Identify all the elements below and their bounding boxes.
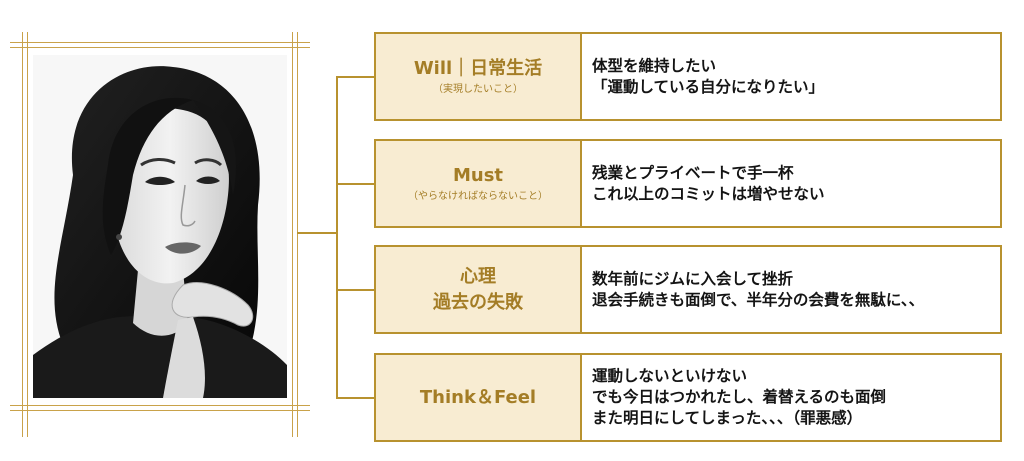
row-will-line-2: 「運動している自分になりたい」	[592, 77, 825, 96]
row-think-feel-title: Think＆Feel	[419, 386, 537, 408]
row-will-label: Will｜日常生活 （実現したいこと）	[376, 34, 582, 119]
row-psychology-title-2: 過去の失敗	[433, 291, 523, 313]
connector-branch-3	[336, 289, 376, 291]
row-think-feel-line-3: また明日にしてしまった、、、（罪悪感）	[592, 409, 863, 427]
row-psychology-content: 数年前にジムに入会して挫折 退会手続きも面倒で、半年分の会費を無駄に、、	[582, 247, 1000, 332]
frame-line-left-inner	[27, 32, 28, 437]
row-think-feel-content: 運動しないといけない でも今日はつかれたし、着替えるのも面倒 また明日にしてしま…	[582, 355, 1000, 440]
row-must-subtitle: （やらなければならないこと）	[408, 190, 548, 202]
row-psychology-line-2: 退会手続きも面倒で、半年分の会費を無駄に、、	[592, 290, 925, 309]
row-psychology: 心理 過去の失敗 数年前にジムに入会して挫折 退会手続きも面倒で、半年分の会費を…	[374, 245, 1002, 334]
row-think-feel-line-2: でも今日はつかれたし、着替えるのも面倒	[592, 388, 887, 406]
row-must-line-1: 残業とプライベートで手一杯	[592, 163, 794, 182]
frame-line-right-inner	[292, 32, 293, 437]
row-think-feel-line-1: 運動しないといけない	[592, 367, 748, 385]
connector-branch-1	[336, 76, 376, 78]
woman-portrait-image	[33, 55, 287, 398]
row-must-content: 残業とプライベートで手一杯 これ以上のコミットは増やせない	[582, 141, 1000, 226]
row-will-subtitle: （実現したいこと）	[433, 83, 523, 95]
frame-line-top-inner	[10, 47, 310, 48]
row-think-feel: Think＆Feel 運動しないといけない でも今日はつかれたし、着替えるのも面…	[374, 353, 1002, 442]
row-will-title: Will｜日常生活	[413, 57, 543, 79]
row-psychology-line-1: 数年前にジムに入会して挫折	[592, 269, 794, 288]
row-think-feel-label: Think＆Feel	[376, 355, 582, 440]
row-will-content: 体型を維持したい 「運動している自分になりたい」	[582, 34, 1000, 119]
frame-line-left-outer	[22, 32, 23, 437]
frame-line-bottom-outer	[10, 410, 310, 411]
connector-branch-4	[336, 397, 376, 399]
row-psychology-title: 心理	[460, 265, 496, 287]
row-psychology-label: 心理 過去の失敗	[376, 247, 582, 332]
frame-line-right-outer	[297, 32, 298, 437]
row-must: Must （やらなければならないこと） 残業とプライベートで手一杯 これ以上のコ…	[374, 139, 1002, 228]
row-must-title: Must	[452, 164, 504, 186]
row-must-line-2: これ以上のコミットは増やせない	[592, 184, 825, 203]
connector-stem	[297, 232, 337, 234]
frame-line-bottom-inner	[10, 405, 310, 406]
connector-branch-2	[336, 183, 376, 185]
frame-line-top-outer	[10, 42, 310, 43]
row-will-line-1: 体型を維持したい	[592, 56, 717, 75]
connector-trunk	[336, 76, 338, 398]
row-will: Will｜日常生活 （実現したいこと） 体型を維持したい 「運動している自分にな…	[374, 32, 1002, 121]
row-must-label: Must （やらなければならないこと）	[376, 141, 582, 226]
